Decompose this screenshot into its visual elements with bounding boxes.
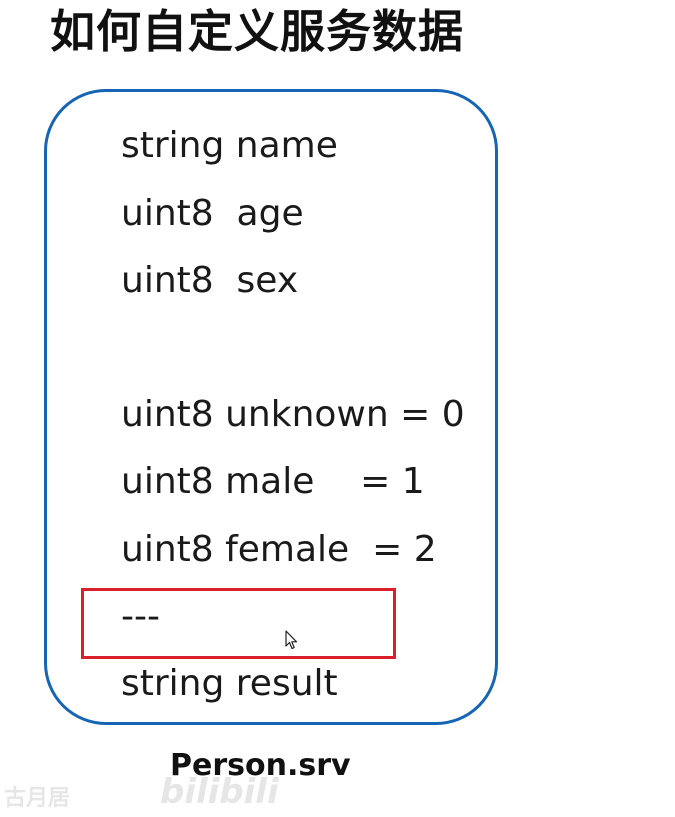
code-line-separator: --- (121, 596, 160, 637)
code-line-request-name: string name (121, 125, 338, 166)
code-line-const-unknown: uint8 unknown = 0 (121, 394, 465, 435)
watermark: 古月居 bilibili (0, 772, 330, 817)
srv-file-box (44, 89, 498, 725)
bilibili-logo-icon: bilibili (160, 772, 279, 812)
code-line-request-sex: uint8 sex (121, 260, 299, 301)
code-line-request-age: uint8 age (121, 193, 304, 234)
separator-highlight-box (81, 588, 396, 659)
slide-title: 如何自定义服务数据 (50, 5, 465, 58)
code-line-response-result: string result (121, 663, 338, 704)
code-line-const-male: uint8 male = 1 (121, 461, 425, 502)
watermark-left-text: 古月居 (4, 786, 71, 811)
code-line-const-female: uint8 female = 2 (121, 529, 437, 570)
mouse-pointer-icon (285, 630, 298, 650)
file-name-label: Person.srv (170, 748, 351, 783)
